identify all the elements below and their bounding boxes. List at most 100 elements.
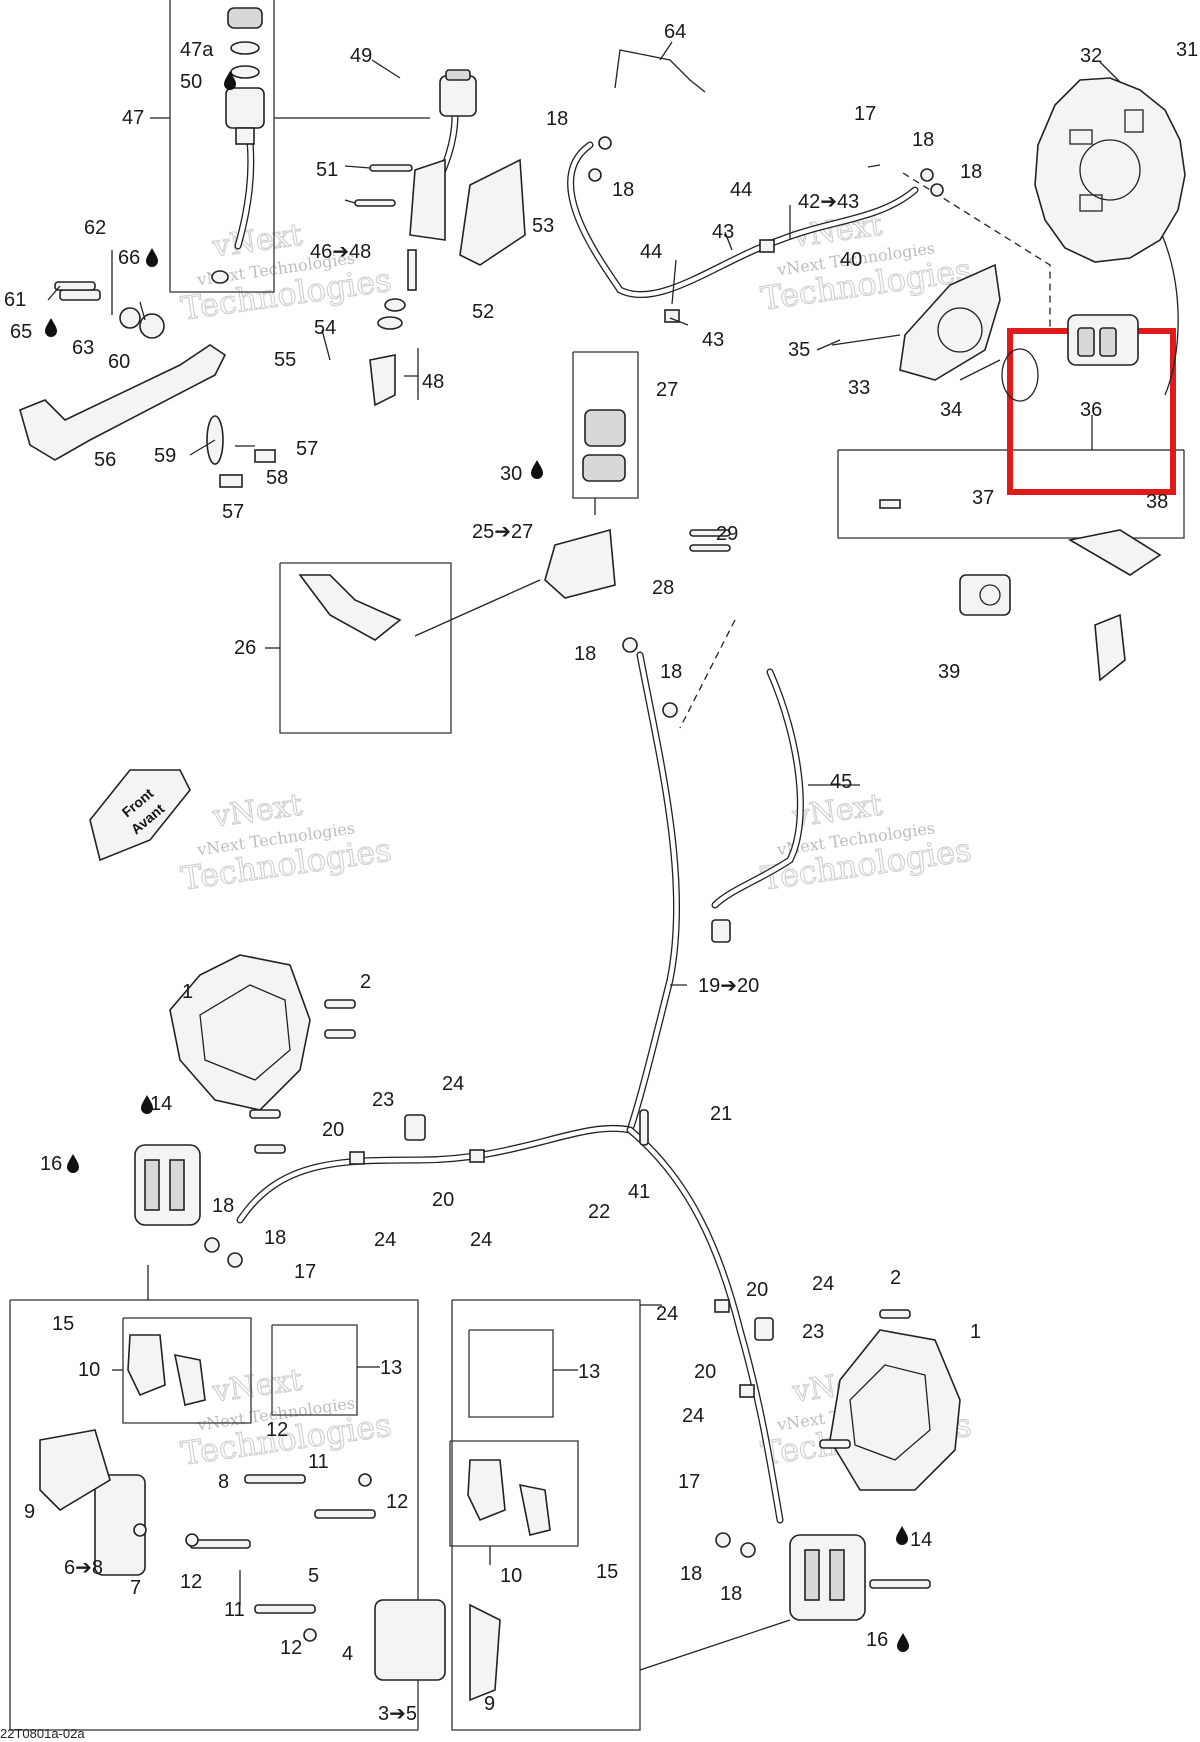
callout: 20 [694,1361,716,1383]
callout: 2 [360,971,371,993]
callout-labels: 47a 50 47 49 51 46➔48 53 52 62 66 61 65 … [4,21,1198,1725]
callout: 27 [656,379,678,401]
callout: 13 [380,1357,402,1379]
callout: 31 [1176,39,1198,61]
callout: 43 [702,329,724,351]
callout: 40 [840,249,862,271]
front-master-cylinder-25 [298,409,626,641]
callout: 30 [500,463,522,485]
callout: 41 [628,1181,650,1203]
callout: 28 [652,577,674,599]
front-caliper-left [39,1144,501,1702]
callout: 18 [612,179,634,201]
callout: 18 [212,1195,234,1217]
watermark-top-left: vNext vNext Technologies Technologies [178,217,394,328]
callout: 14 [150,1093,172,1115]
callout: 21 [710,1103,732,1125]
callout: 24 [682,1405,704,1427]
callout: 32 [1080,45,1102,67]
callout: 56 [94,449,116,471]
callout: 18 [546,108,568,130]
callout: 24 [442,1073,464,1095]
drop-icon [531,460,543,479]
callout: 44 [640,241,662,263]
box-front-left-caliper [9,1299,419,1731]
callout: 44 [730,179,752,201]
callout: 8 [218,1471,229,1493]
dash-guide-1 [679,619,736,729]
callout: 13 [578,1361,600,1383]
callout: 61 [4,289,26,311]
front-shield-right-1 [829,1329,961,1491]
callout: 7 [130,1577,141,1599]
callout: 16 [40,1153,62,1175]
box-kit-13b [468,1329,554,1418]
watermark-mid-left: vNext vNext Technologies Technologies [178,787,394,898]
callout: 15 [596,1561,618,1583]
front-caliper-right [789,1534,866,1621]
box-reservoir [169,0,275,293]
callout: 36 [1080,399,1102,421]
callout: 58 [266,467,288,489]
drop-icon [146,248,158,267]
callout: 18 [660,661,682,683]
callout: 55 [274,349,296,371]
leader-lines [47,41,1121,1671]
drop-icon [45,318,57,337]
front-direction-arrow: Front Avant [89,769,191,862]
callout: 39 [938,661,960,683]
callout: 10 [500,1565,522,1587]
callout: 22 [588,1201,610,1223]
watermark-bottom-left: vNext vNext Technologies Technologies [178,1362,394,1473]
callout: 48 [422,371,444,393]
callout: 52 [472,301,494,323]
callout: 18 [720,1583,742,1605]
callout: 46➔48 [310,241,371,263]
callout: 33 [848,377,870,399]
callout: 24 [374,1229,396,1251]
drop-icon [141,1095,153,1114]
callout: 3➔5 [378,1703,417,1725]
drop-icon [67,1154,79,1173]
reservoir-assembly-47 [211,7,265,284]
detail-boxes [9,0,1185,1731]
callout: 65 [10,321,32,343]
rear-caliper-36 [1067,314,1139,366]
box-rear-caliper-kit [837,450,1185,539]
box-kit-13a [271,1324,358,1416]
hose-clips [349,239,775,1398]
bolts [54,164,931,1614]
drop-icon [224,71,236,90]
callout: 12 [386,1491,408,1513]
callout: 1 [970,1321,981,1343]
watermark-mid-right: vNext vNext Technologies Technologies [758,787,974,898]
callout: 50 [180,71,202,93]
callout: 19➔20 [698,975,759,997]
box-pads-10b [449,1440,579,1547]
callout: 14 [910,1529,932,1551]
box-front-right-caliper [451,1299,641,1731]
box-lever-26 [279,562,452,734]
callout: 42➔43 [798,191,859,213]
callout: 1 [182,981,193,1003]
callout: 26 [234,637,256,659]
brake-rotor-31 [1034,77,1186,263]
callout: 18 [680,1563,702,1585]
callout: 37 [972,487,994,509]
callout: 47a [180,39,214,61]
callout: 51 [316,159,338,181]
callout: 12 [180,1571,202,1593]
washers [133,136,944,1642]
callout: 23 [802,1321,824,1343]
callout: 49 [350,45,372,67]
callout: 34 [940,399,962,421]
callout: 4 [342,1643,353,1665]
callout: 57 [222,501,244,523]
callout: 11 [308,1451,329,1473]
dash-guide-2 [902,172,1051,330]
hoses [234,49,1179,1524]
callout: 38 [1146,491,1168,513]
callout: 12 [280,1637,302,1659]
fluid-drop-icons [45,71,909,1652]
callout: 18 [912,129,934,151]
